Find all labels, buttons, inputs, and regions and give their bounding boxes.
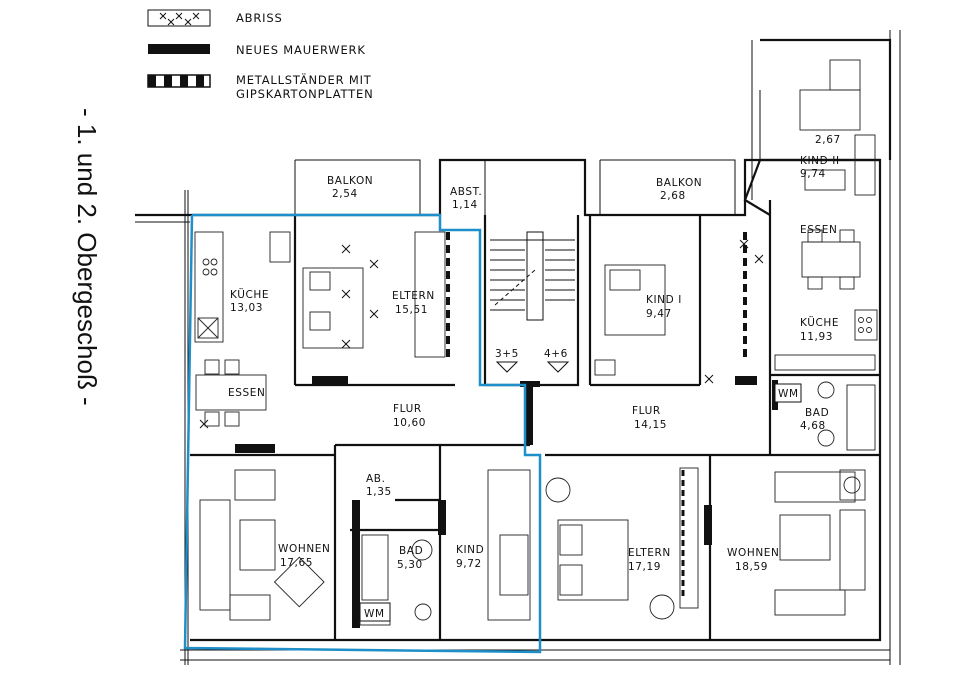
bad-left-name: BAD [399,545,423,557]
balkon-right-name: BALKON [656,177,702,189]
flur-left-name: FLUR [393,403,422,415]
bad-right-area: 4,68 [800,420,826,432]
legend-abriss-symbol [147,9,211,27]
kind2-area: 9,74 [800,168,826,180]
wm-left-label: WM [364,608,385,620]
flur-left-area: 10,60 [393,417,426,429]
legend-metall-label-1: METALLSTÄNDER MIT [236,72,372,87]
flur-right-area: 14,15 [634,419,667,431]
legend-neues-symbol [148,44,210,54]
wohnen-left-name: WOHNEN [278,543,331,555]
eltern-left-area: 15,51 [395,304,428,316]
building-walls [135,30,901,665]
kind-left-area: 9,72 [456,558,482,570]
kind1-area: 9,47 [646,308,672,320]
wohnen-right-name: WOHNEN [727,547,780,559]
abst-area: 1,14 [452,199,478,211]
bad-right-name: BAD [805,407,829,419]
balkon-right-area: 2,68 [660,190,686,202]
wohnen-right-area: 18,59 [735,561,768,573]
ab-name: AB. [366,473,386,485]
eltern-right-name: ELTERN [628,547,671,559]
page-title: - 1. und 2. Obergeschoß - [72,108,102,406]
kind-left-name: KIND [456,544,484,556]
ab-area: 1,35 [366,486,392,498]
wohnen-left-area: 17,65 [280,557,313,569]
kind2-extra: 2,67 [815,134,841,146]
eltern-left-name: ELTERN [392,290,435,302]
room-labels: BALKON 2,54 ABST. 1,14 BALKON 2,68 KÜCHE… [228,134,841,622]
legend: ABRISS NEUES MAUERWERK METALLSTÄNDER MIT… [147,9,373,101]
legend-abriss-label: ABRISS [236,11,283,25]
stair-left-label: 3+5 [495,348,519,360]
kueche-left-name: KÜCHE [230,288,269,301]
legend-metall-symbol [147,74,211,88]
eltern-right-area: 17,19 [628,561,661,573]
metal-stud-walls [446,232,747,600]
apartment-highlight-outline [183,213,542,654]
flur-right-name: FLUR [632,405,661,417]
bad-left-area: 5,30 [397,559,423,571]
legend-metall-label-2: GIPSKARTONPLATTEN [236,87,373,101]
kueche-right-name: KÜCHE [800,316,839,329]
stair-right-label: 4+6 [544,348,568,360]
essen-left-name: ESSEN [228,387,265,399]
furniture [194,59,878,626]
kind2-name: KIND II [800,155,840,167]
balkon-left-name: BALKON [327,175,373,187]
kueche-left-area: 13,03 [230,302,263,314]
kind1-name: KIND I [646,294,682,306]
legend-neues-label: NEUES MAUERWERK [236,43,366,57]
kueche-right-area: 11,93 [800,331,833,343]
wm-right-label: WM [778,388,799,400]
essen-right-name: ESSEN [800,224,837,236]
balkon-left-area: 2,54 [332,188,358,200]
abst-name: ABST. [450,186,482,198]
demolition-marks [199,239,764,429]
